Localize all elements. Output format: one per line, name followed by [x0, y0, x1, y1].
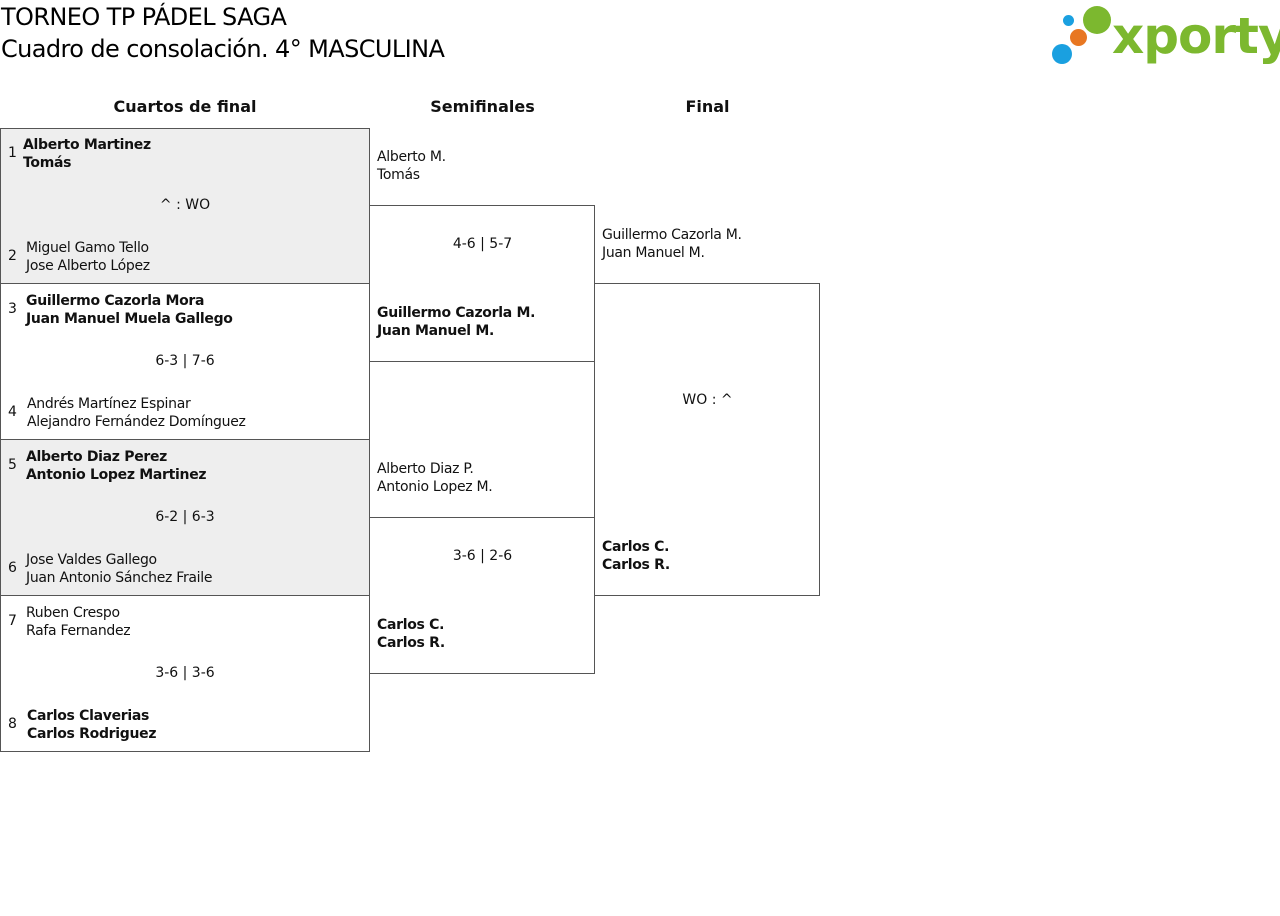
team-entry: Carlos Claverias Carlos Rodriguez — [27, 707, 157, 743]
match-score: WO : ^ — [682, 392, 733, 408]
player-name: Guillermo Cazorla M. — [377, 305, 536, 321]
player-name: Alberto Martinez — [23, 137, 151, 153]
match-box-qf1 — [0, 128, 370, 284]
team-entry: Andrés Martínez Espinar Alejandro Fernán… — [27, 395, 246, 431]
team-entry: Alberto Martinez Tomás — [23, 136, 151, 172]
team-entry: Ruben Crespo Rafa Fernandez — [26, 604, 131, 640]
xporty-logo: xporty — [1050, 4, 1280, 68]
player-name: Rafa Fernandez — [26, 623, 131, 639]
match-score: 6-2 | 6-3 — [155, 509, 215, 525]
player-name: Juan Manuel M. — [377, 323, 494, 339]
player-name: Carlos Claverias — [27, 708, 150, 724]
player-name: Juan Manuel M. — [602, 245, 705, 261]
player-name: Carlos C. — [602, 539, 670, 555]
match-box-qf3 — [0, 439, 370, 596]
player-name: Carlos R. — [602, 557, 670, 573]
player-name: Carlos R. — [377, 635, 445, 651]
round-header-semifinals: Semifinales — [430, 97, 535, 116]
player-name: Alejandro Fernández Domínguez — [27, 414, 246, 430]
match-score: 3-6 | 2-6 — [452, 548, 513, 564]
match-score: 6-3 | 7-6 — [155, 353, 215, 369]
player-name: Juan Manuel Muela Gallego — [26, 311, 233, 327]
team-entry: Alberto Diaz Perez Antonio Lopez Martine… — [26, 448, 207, 484]
player-name: Guillermo Cazorla M. — [602, 227, 742, 243]
player-name: Antonio Lopez M. — [377, 479, 493, 495]
match-score: ^ : WO — [159, 197, 211, 213]
player-name: Alberto M. — [377, 149, 446, 165]
team-entry: Alberto M. Tomás — [377, 148, 446, 184]
tournament-title: TORNEO TP PÁDEL SAGA — [1, 3, 287, 31]
player-name: Antonio Lopez Martinez — [26, 467, 207, 483]
match-score: 3-6 | 3-6 — [155, 665, 215, 681]
player-name: Carlos C. — [377, 617, 445, 633]
player-name: Carlos Rodriguez — [27, 726, 157, 742]
seed-number: 3 — [8, 301, 17, 317]
seed-number: 1 — [8, 145, 17, 161]
player-name: Alberto Diaz P. — [377, 461, 474, 477]
team-entry: Jose Valdes Gallego Juan Antonio Sánchez… — [26, 551, 212, 587]
player-name: Alberto Diaz Perez — [26, 449, 168, 465]
logo-dot-blue-small — [1063, 15, 1074, 26]
round-header-quarterfinals: Cuartos de final — [113, 97, 257, 116]
team-entry: Miguel Gamo Tello Jose Alberto López — [26, 239, 150, 275]
logo-dot-green — [1083, 6, 1111, 34]
player-name: Jose Valdes Gallego — [26, 552, 157, 568]
match-score: 4-6 | 5-7 — [452, 236, 513, 252]
round-header-final: Final — [685, 97, 730, 116]
player-name: Juan Antonio Sánchez Fraile — [26, 570, 213, 586]
team-entry: Carlos C. Carlos R. — [377, 616, 445, 652]
team-entry: Guillermo Cazorla M. Juan Manuel M. — [377, 304, 535, 340]
seed-number: 2 — [8, 248, 17, 264]
seed-number: 4 — [8, 404, 17, 420]
logo-wordmark: xporty — [1112, 7, 1280, 65]
player-name: Andrés Martínez Espinar — [27, 396, 191, 412]
logo-dot-orange — [1070, 29, 1087, 46]
player-name: Tomás — [377, 167, 420, 183]
team-entry: Guillermo Cazorla Mora Juan Manuel Muela… — [26, 292, 233, 328]
logo-dot-blue — [1052, 44, 1072, 64]
player-name: Ruben Crespo — [26, 605, 120, 621]
team-entry: Carlos C. Carlos R. — [602, 538, 670, 574]
seed-number: 5 — [8, 457, 17, 473]
match-box-final — [594, 283, 820, 596]
seed-number: 8 — [8, 716, 17, 732]
seed-number: 7 — [8, 613, 17, 629]
player-name: Tomás — [23, 155, 72, 171]
player-name: Miguel Gamo Tello — [26, 240, 149, 256]
team-entry: Guillermo Cazorla M. Juan Manuel M. — [602, 226, 742, 262]
player-name: Guillermo Cazorla Mora — [26, 293, 205, 309]
seed-number: 6 — [8, 560, 17, 576]
draw-subtitle: Cuadro de consolación. 4° MASCULINA — [1, 35, 445, 63]
team-entry: Alberto Diaz P. Antonio Lopez M. — [377, 460, 493, 496]
player-name: Jose Alberto López — [26, 258, 150, 274]
